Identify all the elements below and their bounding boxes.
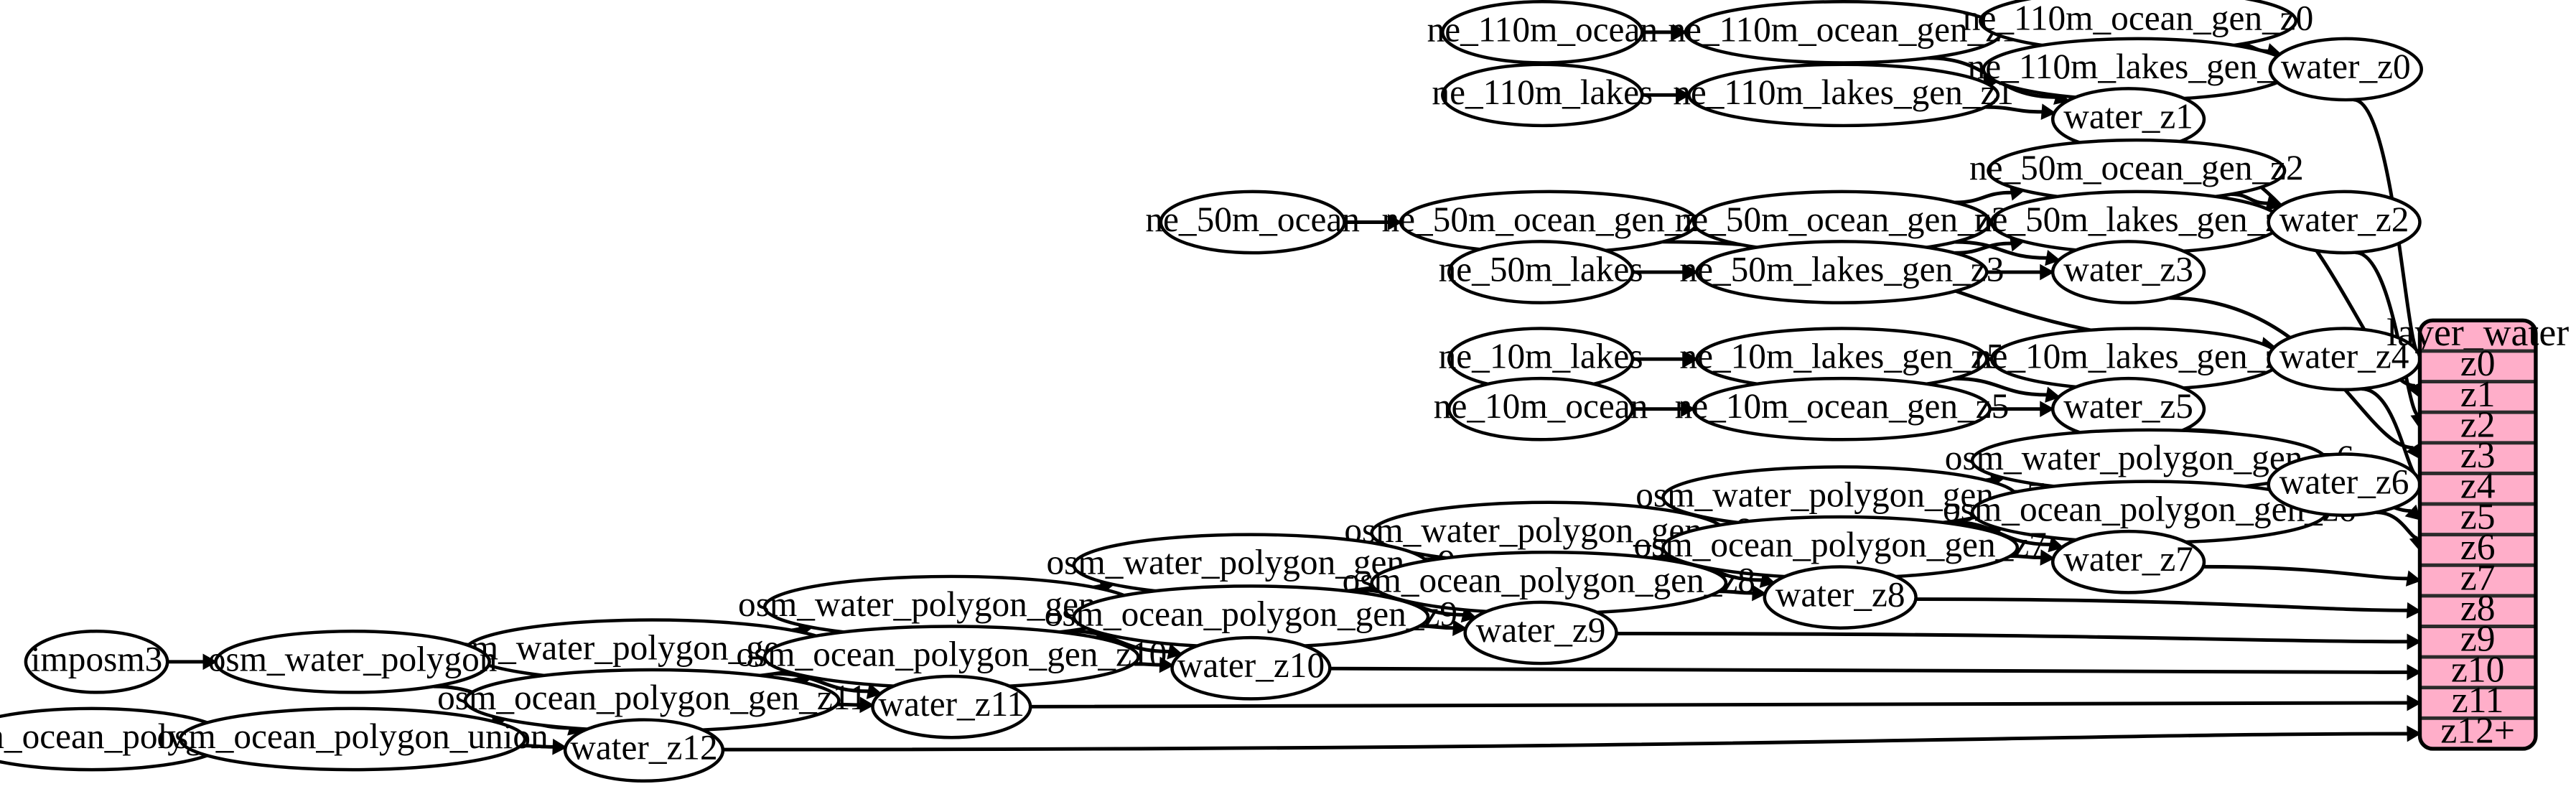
graph-node-ne_10m_ocean_gen_z5[interactable]: ne_10m_ocean_gen_z5 [1675,376,2010,442]
graph-node-water_z11[interactable]: water_z11 [871,674,1032,739]
arrowhead-icon [2040,549,2055,566]
graph-node-water_z0[interactable]: water_z0 [2268,37,2423,102]
graph-node-imposm3[interactable]: imposm3 [24,629,169,694]
node-shape [1687,62,2000,128]
node-shape [2050,529,2206,594]
arrowhead-icon [552,738,567,755]
graph-edge-osm_ocean_polygon_gen_z8-to-water_z8 [1719,589,1753,595]
node-shape [24,629,169,694]
node-shape [1441,0,1644,65]
arrowhead-icon [2407,633,2422,650]
arrowhead-icon [1752,584,1767,602]
graph-edge-ne_110m_lakes_gen_z1-to-water_z1 [1985,105,2043,114]
node-shape [563,718,725,783]
graph-node-water_z7[interactable]: water_z7 [2050,529,2206,594]
graph-node-ne_50m_ocean[interactable]: ne_50m_ocean [1145,190,1360,255]
arrowhead-icon [2040,263,2055,281]
graph-edge-osm_water_polygon_gen_z10-to-water_z10 [1068,629,1170,654]
graph-edge-osm_water_polygon_gen_z11-to-water_z11 [775,671,869,694]
graph-node-ne_110m_lakes_gen_z1[interactable]: ne_110m_lakes_gen_z1 [1673,62,2014,128]
graph-node-water_z9[interactable]: water_z9 [1463,600,1618,666]
graph-node-water_z6[interactable]: water_z6 [2267,452,2422,517]
graph-node-water_z4[interactable]: water_z4 [2267,327,2422,392]
node-shape [214,629,491,694]
arrowhead-icon [2404,504,2422,520]
arrowhead-icon [2407,725,2422,742]
node-shape [2267,327,2422,392]
graph-node-water_z12[interactable]: water_z12 [563,718,725,783]
node-shape [1691,376,1992,442]
graph-edge-ne_50m_ocean_gen_z3-to-ne_50m_ocean_gen_z2 [1954,190,2012,205]
node-shape [1763,565,1918,630]
graph-node-ne_10m_ocean[interactable]: ne_10m_ocean [1434,376,1648,442]
arrowhead-icon [2407,694,2422,711]
arrowhead-icon [2407,664,2422,681]
arrowhead-icon [2405,570,2422,587]
node-shape [871,674,1032,739]
node-shape [2267,452,2422,517]
node-shape [1447,376,1635,442]
graph-edge-water_z11-to-layer_water_z11 [1030,701,2408,709]
graph-node-water_z8[interactable]: water_z8 [1763,565,1918,630]
arrowhead-icon [2406,602,2422,619]
graph-node-ne_110m_lakes[interactable]: ne_110m_lakes [1432,62,1653,128]
node-shape [2267,190,2422,255]
arrowhead-icon [2045,249,2061,266]
node-shape [1447,240,1635,304]
graph-node-osm_water_polygon[interactable]: osm_water_polygon [208,629,498,694]
arrowhead-icon [1684,350,1699,368]
arrowhead-icon [2045,386,2061,403]
graph-edge-osm_ocean_polygon_union-to-water_z12 [521,744,554,749]
arrowhead-icon [1672,24,1688,41]
graph-edge-ne_50m_lakes_gen_z3-to-ne_50m_lakes_gen_z2 [1954,241,2012,255]
node-shape [1159,190,1346,255]
graph-node-ne_110m_ocean_gen_z1[interactable]: ne_110m_ocean_gen_z1 [1668,0,2019,65]
graph-node-osm_ocean_polygon_union[interactable]: osm_ocean_polygon_union [157,706,549,772]
arrowhead-icon [859,696,874,714]
arrowhead-icon [1452,620,1467,636]
arrowhead-icon [2265,195,2282,211]
arrowhead-icon [2040,401,2055,418]
graph-edge-water_z7-to-layer_water_z7 [2203,564,2408,581]
record-table-layer: layer_waterz0z1z2z3z4z5z6z7z8z9z10z11z12… [2386,311,2569,751]
graph-edge-water_z10-to-layer_water_z10 [1330,666,2408,674]
node-shape [2050,240,2206,304]
node-shape [1684,0,2003,65]
arrowhead-icon [1159,656,1175,673]
arrowhead-icon [1684,263,1699,281]
node-shape [1463,600,1618,666]
node-shape [1170,635,1332,701]
graph-edge-osm_ocean_polygon_gen_z11-to-water_z11 [837,702,861,707]
arrowhead-icon [202,653,218,671]
node-shape [1695,240,1989,304]
graph-edge-water_z8-to-layer_water_z8 [1915,597,2408,612]
graph-edge-osm_ocean_polygon_gen_z9-to-water_z9 [1419,624,1454,630]
graph-edge-ne_50m_ocean_gen_z3-to-water_z3 [1955,240,2048,260]
record-table-outline [2417,318,2538,751]
graph-edge-water_z9-to-layer_water_z9 [1616,632,2408,644]
arrowhead-icon [2040,103,2056,121]
node-shape [178,706,527,772]
graph-node-water_z3[interactable]: water_z3 [2050,240,2206,304]
graph-edge-osm_ocean_polygon_gen_z10-to-water_z10 [1133,662,1161,667]
graph-node-water_z2[interactable]: water_z2 [2267,190,2422,255]
node-shape [1441,62,1644,128]
node-shape [2268,37,2423,102]
graph-node-ne_50m_lakes_gen_z3[interactable]: ne_50m_lakes_gen_z3 [1679,240,2004,304]
graph-edge-water_z6-to-layer_water_z6 [2376,510,2418,540]
graph-edge-ne_10m_lakes_gen_z5-to-water_z5 [1954,376,2048,397]
graph-node-water_z10[interactable]: water_z10 [1170,635,1332,701]
graph-edge-osm_ocean_polygon_gen_z7-to-water_z7 [2010,554,2042,560]
graph-edge-water_z2-to-layer_water_z2 [2355,251,2420,418]
arrowhead-icon [1681,401,1696,418]
graph-node-ne_110m_ocean[interactable]: ne_110m_ocean [1427,0,1658,65]
arrowhead-icon [1388,214,1403,230]
graph-edge-water_z12-to-layer_water_z12_ [722,732,2408,752]
arrowhead-icon [1676,86,1691,103]
